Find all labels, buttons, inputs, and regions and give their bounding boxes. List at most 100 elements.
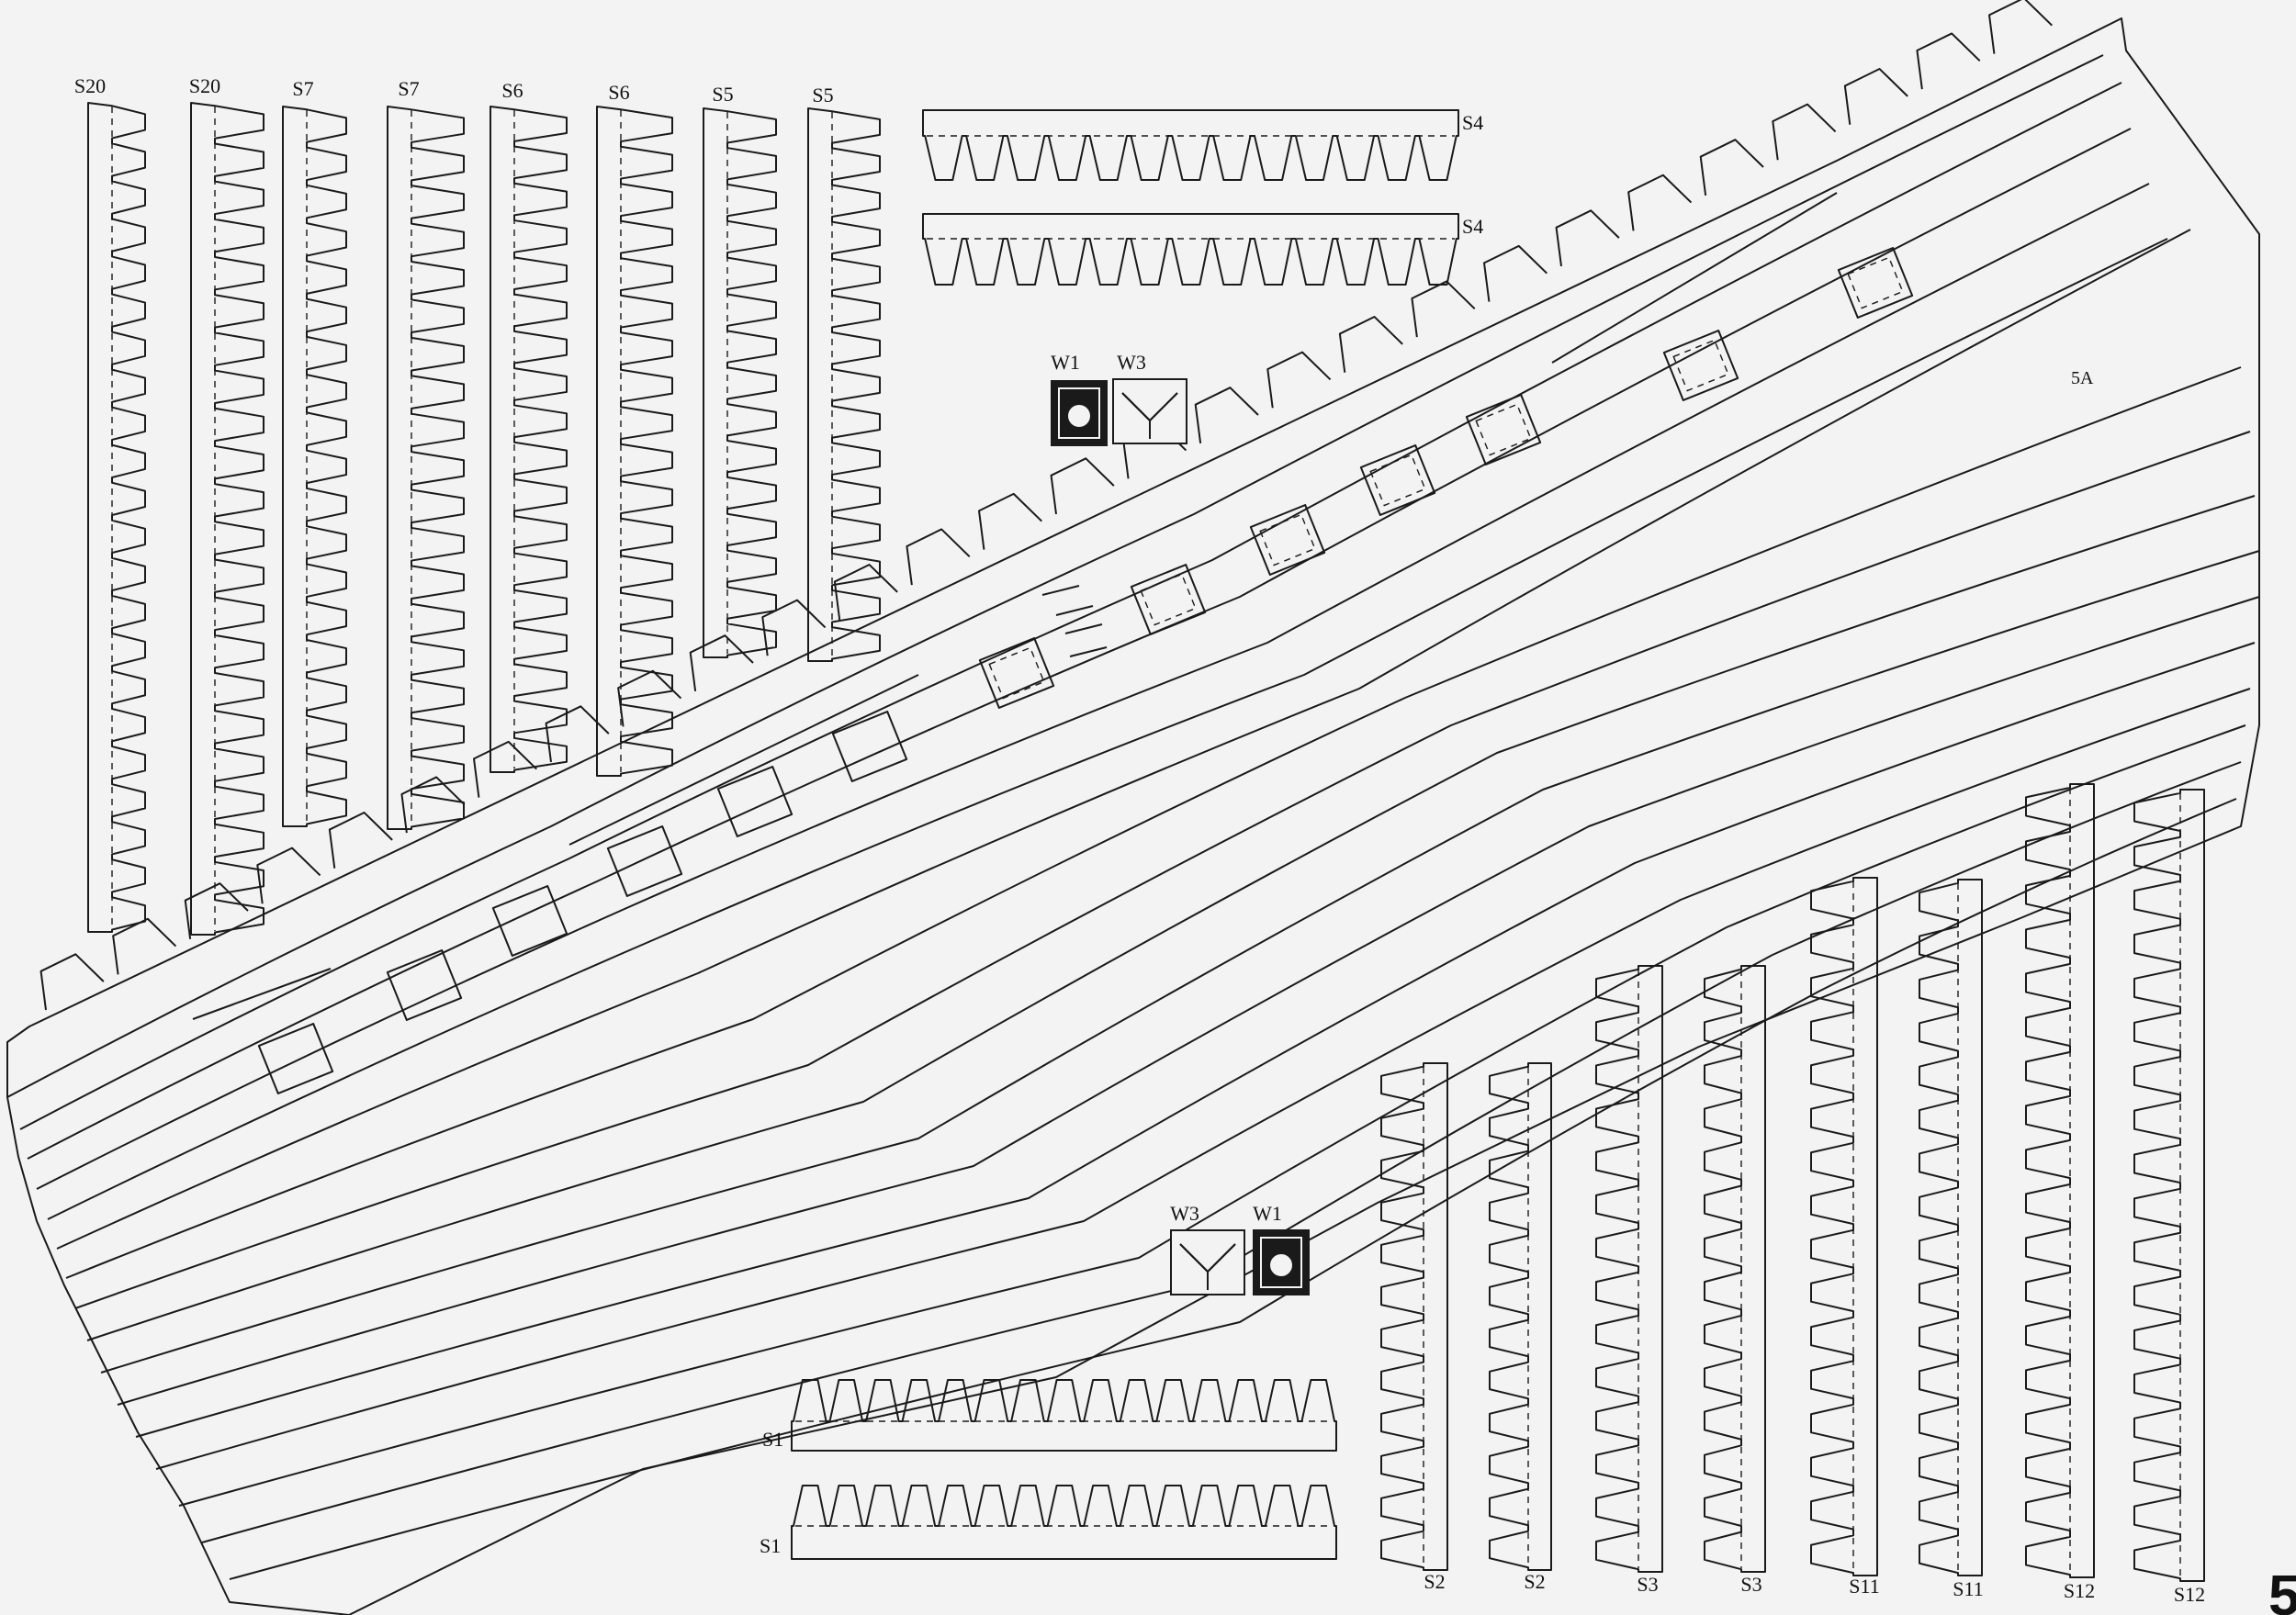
deck-tab-7: [473, 740, 537, 798]
rail-line-3: [1551, 192, 1838, 364]
gun-port-4: [606, 825, 683, 897]
deck-tab-26: [1843, 68, 1908, 125]
hull-outline: [6, 17, 2260, 1615]
hull-plank-line-14: [178, 724, 2246, 1507]
strip-label-s1-b: S1: [760, 1534, 781, 1557]
left-strip-3: [282, 106, 347, 827]
gun-port-inner-8: [1140, 573, 1197, 626]
deck-tab-25: [1772, 103, 1837, 161]
gun-port-inner-13: [1847, 256, 1904, 309]
s4-strip-2: [922, 213, 1459, 286]
hull-plank-line-10: [100, 550, 2260, 1374]
hull-plank-line-4: [36, 183, 2150, 1190]
strip-label-s4-a: S4: [1462, 111, 1483, 134]
hull-plank-line-5: [47, 238, 2168, 1220]
hull-plank-line-7: [65, 366, 2242, 1279]
deck-tab-5: [328, 812, 393, 869]
s4-strip-1: [922, 109, 1459, 181]
deck-tab-23: [1627, 174, 1693, 231]
gun-port-6: [831, 711, 908, 782]
window-label-w1-upper: W1: [1051, 351, 1080, 374]
window-part-w1-upper-porthole: [1068, 405, 1090, 427]
deck-tab-18: [1266, 351, 1332, 409]
strip-label-s3-a: S3: [1637, 1573, 1658, 1596]
hull-plank-line-6: [56, 229, 2191, 1250]
gun-port-inner-12: [1672, 339, 1729, 392]
gun-port-5: [716, 766, 793, 837]
strip-label-s2-a: S2: [1424, 1570, 1445, 1593]
s1-strips: [791, 1379, 1337, 1560]
right-strip-2: [1489, 1062, 1552, 1571]
upper-left-strips: [87, 102, 881, 936]
window-part-w1-lower-frame: [1260, 1237, 1302, 1288]
window-part-w1-upper-frame: [1058, 387, 1100, 439]
strip-label-s5-b: S5: [812, 84, 833, 107]
gun-port-inner-10: [1369, 454, 1426, 507]
deck-tab-2: [112, 917, 177, 975]
deck-tab-17: [1194, 387, 1259, 443]
left-strip-1: [87, 102, 146, 933]
deck-tab-13: [906, 528, 971, 586]
right-strip-8: [2133, 789, 2205, 1582]
strip-label-s11-b: S11: [1953, 1577, 1983, 1600]
right-strip-6: [1919, 879, 1983, 1576]
hull-plank-line-1: [6, 54, 2104, 1098]
hull-plank-line-15: [201, 761, 2242, 1543]
strip-label-s3-b: S3: [1740, 1573, 1761, 1596]
gun-port-3: [491, 885, 568, 957]
gun-port-inner-7: [988, 646, 1045, 700]
gun-port-2: [386, 949, 463, 1021]
gun-port-8: [1130, 564, 1207, 635]
hull-plank-line-13: [155, 688, 2251, 1470]
slot-mark-1: [1041, 585, 1080, 596]
strip-label-s11-a: S11: [1849, 1575, 1879, 1598]
page-number: 5: [2268, 1565, 2296, 1615]
right-strip-4: [1704, 965, 1766, 1573]
deck-tab-28: [1988, 0, 2053, 54]
left-strip-5: [490, 106, 568, 773]
deck-tab-11: [761, 599, 827, 656]
deck-tab-21: [1483, 244, 1548, 302]
gun-port-9: [1249, 504, 1326, 576]
window-label-w3-upper: W3: [1117, 351, 1146, 374]
deck-tab-27: [1916, 32, 1981, 90]
strip-label-s12-a: S12: [2064, 1579, 2095, 1602]
strip-label-s4-b: S4: [1462, 215, 1483, 238]
deck-tab-20: [1411, 280, 1476, 338]
gun-port-7: [978, 637, 1055, 709]
rail-line-2: [568, 674, 919, 846]
gun-port-inner-9: [1259, 513, 1316, 566]
deck-tab-19: [1338, 316, 1403, 373]
gun-port-11: [1465, 394, 1542, 465]
slot-mark-2: [1055, 605, 1094, 616]
hull-plank-line-8: [74, 431, 2251, 1309]
strip-label-s7-b: S7: [398, 77, 419, 100]
deck-tab-1: [39, 953, 105, 1011]
rail-line-1: [192, 968, 332, 1020]
window-part-w1-lower-porthole: [1270, 1254, 1292, 1276]
gun-port-12: [1662, 330, 1739, 401]
slot-mark-4: [1069, 646, 1108, 657]
strip-label-s20-b: S20: [189, 74, 220, 97]
part-label-5a: 5A: [2071, 368, 2094, 388]
strip-label-s5-a: S5: [712, 83, 733, 106]
hull-plank-line-2: [19, 82, 2122, 1130]
deck-tab-3: [184, 882, 249, 939]
s4-strips: [922, 109, 1459, 286]
hull-plank-line-16: [229, 798, 2237, 1580]
s1-strip-1: [791, 1379, 1337, 1452]
window-parts: [1051, 378, 1310, 1295]
hull-plank-line-12: [135, 642, 2256, 1438]
hull-side-panel: [6, 0, 2260, 1615]
gun-port-10: [1359, 444, 1436, 516]
left-strip-8: [807, 107, 881, 662]
lower-right-strips: [1380, 783, 2205, 1582]
gun-port-13: [1837, 247, 1914, 319]
deck-tab-10: [689, 634, 754, 691]
deck-tab-4: [256, 847, 321, 904]
strip-label-s20-a: S20: [74, 74, 106, 97]
s1-strip-2: [791, 1485, 1337, 1560]
right-strip-5: [1810, 877, 1878, 1576]
